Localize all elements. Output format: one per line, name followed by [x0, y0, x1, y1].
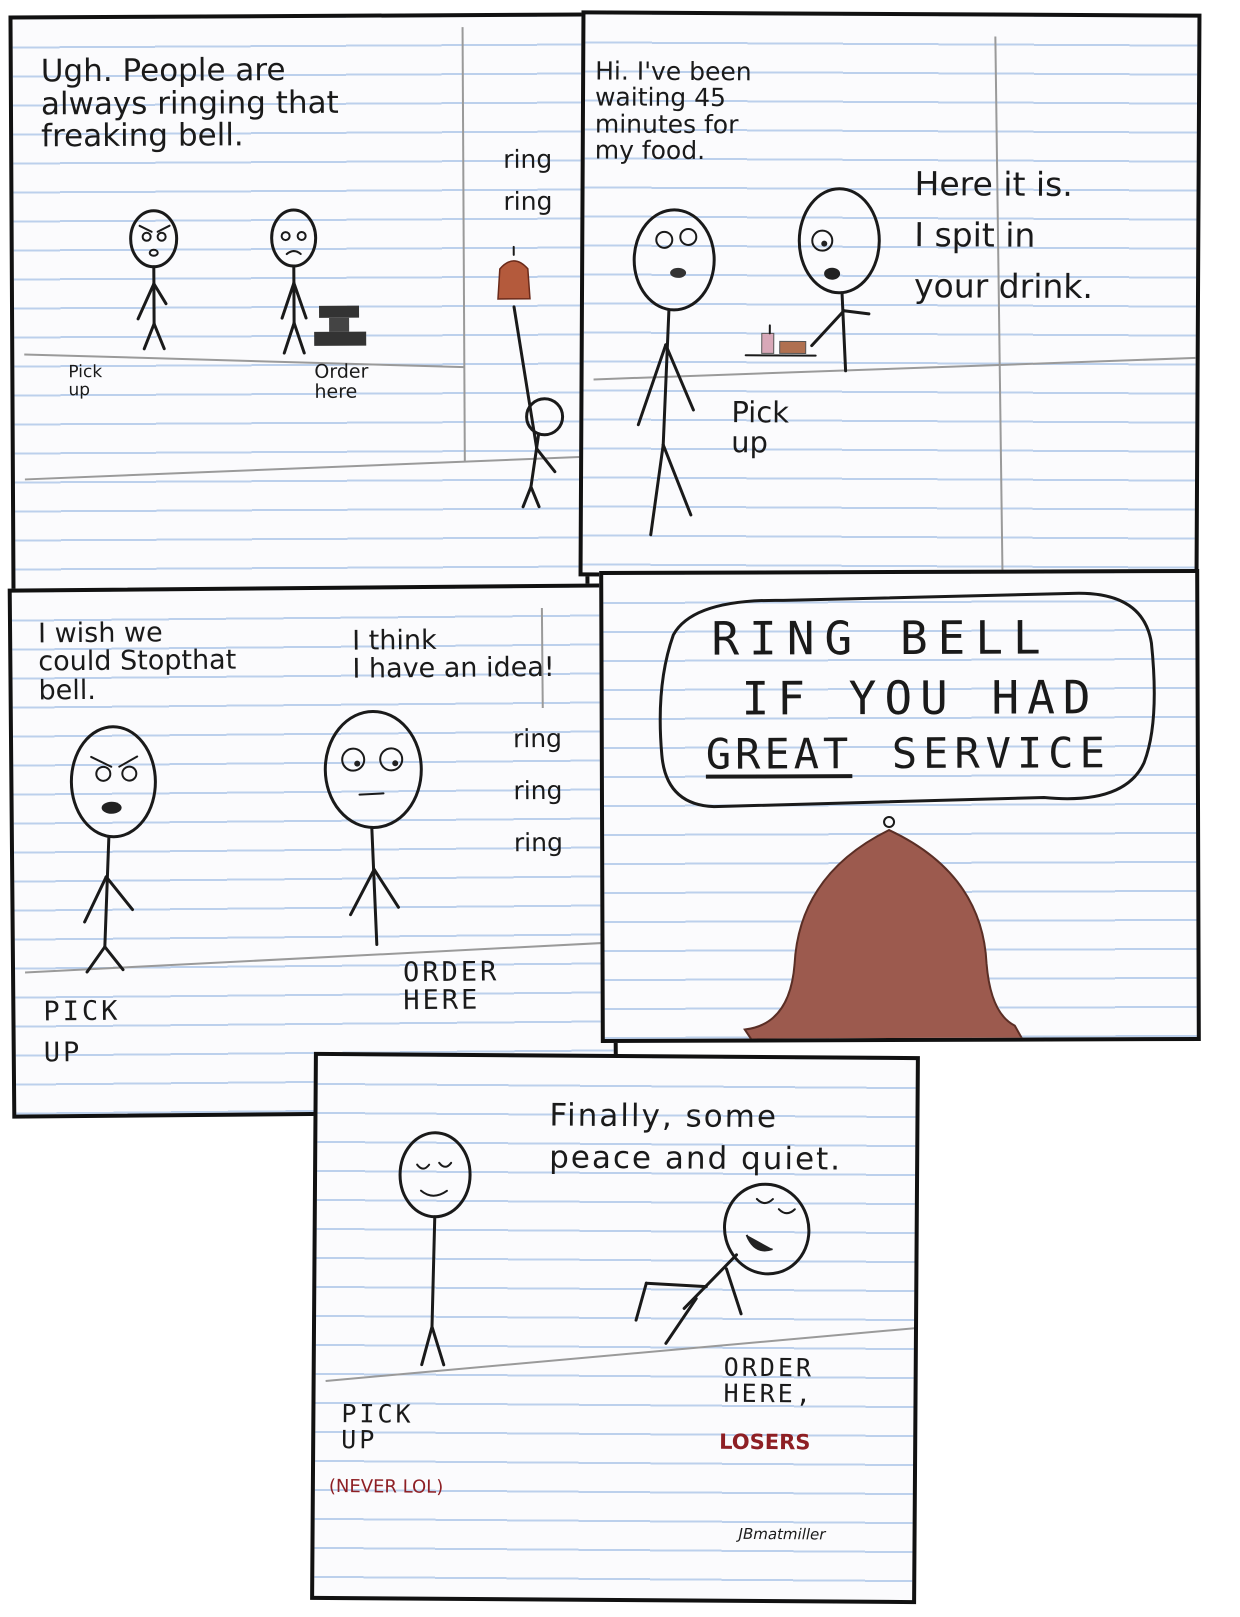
customer-ringing — [512, 305, 565, 509]
ring-sound: ring — [503, 186, 553, 216]
panel-3: I wish we could Stopthat bell. I think I… — [7, 583, 619, 1119]
customer-waiting — [632, 208, 716, 537]
register-icon — [314, 305, 367, 346]
food-tray — [744, 324, 817, 357]
pickup-label: PICK UP — [43, 995, 121, 1068]
panel-5-speech: Finally, some peace and quiet. — [549, 1097, 843, 1178]
worker-relaxed — [398, 1131, 472, 1367]
order-label: ORDER HERE, — [723, 1352, 815, 1409]
sign-line-2: IF YOU HAD — [741, 670, 1099, 726]
ring-sound: ring — [513, 775, 563, 806]
sign-service: SERVICE — [891, 728, 1111, 779]
worker-angry — [129, 209, 179, 351]
order-label: ORDER HERE — [402, 956, 500, 1017]
worker-lounging — [634, 1182, 811, 1345]
sign-line-1: RING BELL — [711, 610, 1051, 666]
signature: JBmatmiller — [738, 1524, 826, 1544]
never-label: (NEVER LOL) — [328, 1476, 444, 1498]
left-speech: I wish we could Stopthat bell. — [37, 617, 237, 707]
worker-angry — [69, 725, 157, 974]
ring-sound: ring — [513, 827, 564, 858]
pickup-label: PICK UP — [341, 1399, 414, 1455]
customer-speech: Hi. I've been waiting 45 minutes for my … — [594, 56, 752, 165]
panel-1-speech: Ugh. People are always ringing that frea… — [40, 52, 339, 155]
panel-4: RING BELL IF YOU HAD GREAT SERVICE — [599, 568, 1201, 1044]
right-speech: I think I have an idea! — [352, 624, 555, 685]
panel-5: Finally, some peace and quiet. PICK UP (… — [310, 1051, 920, 1605]
panel-1: Ugh. People are always ringing that frea… — [8, 12, 590, 596]
worker-serving — [797, 187, 881, 373]
order-label: Order here — [314, 360, 369, 403]
panel-1-art — [24, 27, 590, 509]
panel-3-art — [24, 607, 615, 974]
panel-4-art — [658, 591, 1156, 1044]
worker-speech: Here it is. I spit in your drink. — [913, 164, 1094, 307]
worker-idea — [323, 709, 423, 946]
panel-2-art — [593, 36, 1202, 577]
panel-5-art — [325, 1131, 917, 1382]
panel-2: Hi. I've been waiting 45 minutes for my … — [578, 10, 1202, 580]
bell-icon — [743, 816, 1027, 1044]
ring-sound: ring — [512, 723, 563, 754]
worker-sad — [270, 208, 318, 355]
sign-great: GREAT — [705, 729, 853, 779]
losers-label: LOSERS — [719, 1429, 811, 1455]
bell-icon — [497, 245, 531, 300]
ring-sound: ring — [503, 144, 553, 174]
pickup-label: Pick up — [731, 395, 790, 460]
pickup-label: Pick up — [68, 362, 103, 401]
